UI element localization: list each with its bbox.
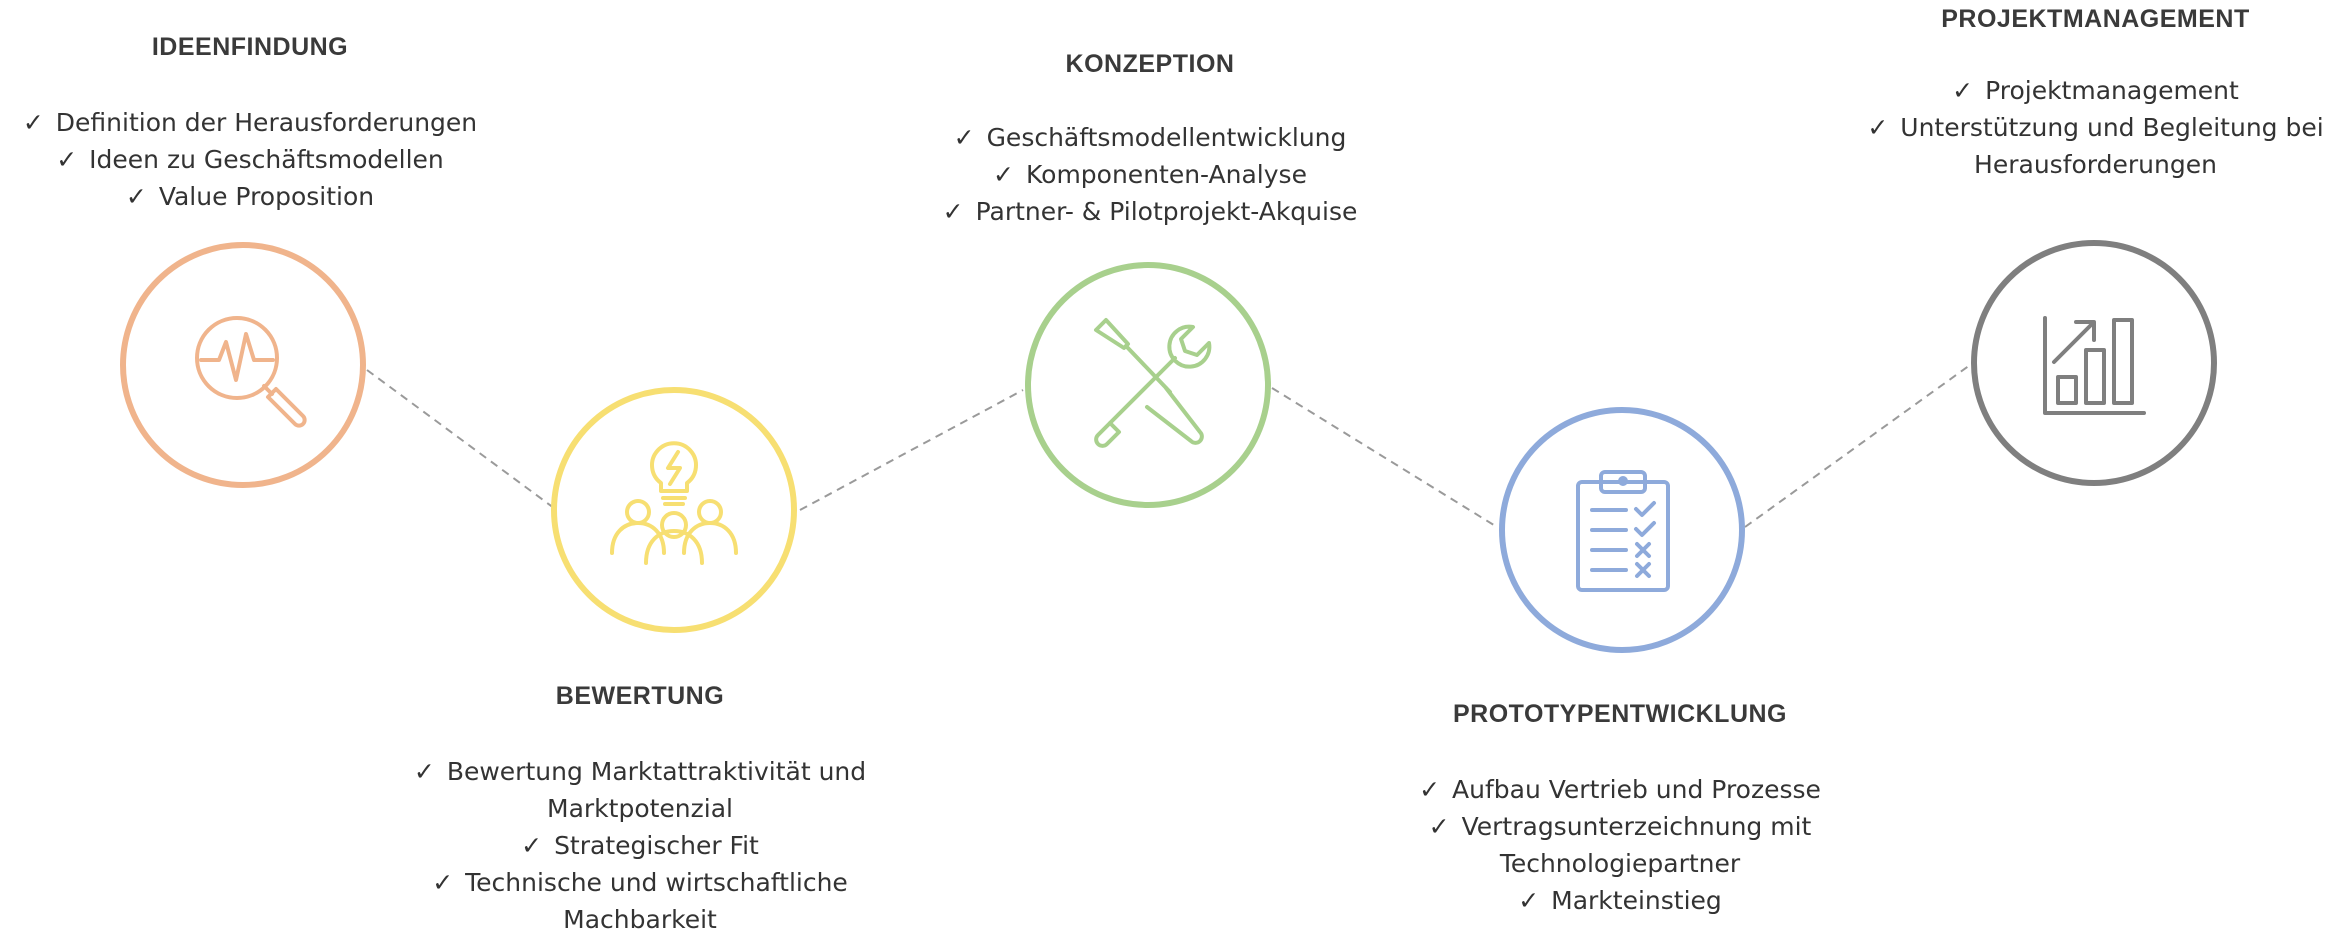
checklist-item: ✓ Strategischer Fit [390,827,890,864]
checkmark-icon: ✓ [125,182,147,211]
checklist-item-label: Bewertung Marktattraktivität und Marktpo… [446,757,867,823]
checkmark-icon: ✓ [1428,812,1450,841]
checklist-item-label: Technische und wirtschaftliche Machbarke… [465,868,848,934]
checkmark-icon: ✓ [1867,113,1889,142]
checklist-item: ✓ Geschäftsmodellentwicklung [900,119,1400,156]
checklist-item-label: Strategischer Fit [554,831,759,860]
connector-2-3 [799,389,1024,511]
stage-items: ✓ Geschäftsmodellentwicklung ✓ Komponenten-… [900,119,1400,230]
stage-title: KONZEPTION [1065,50,1235,78]
stage-prototypentwicklung [1499,407,1745,653]
checklist-item-label: Aufbau Vertrieb und Prozesse [1452,775,1821,804]
checklist-item-label: Projektmanagement [1985,76,2239,105]
stage-items: ✓ Bewertung Marktattraktivität und Marktp… [390,753,890,938]
checkmark-icon: ✓ [22,108,44,137]
checklist-item: ✓ Definition der Herausforderungen [0,104,500,141]
stage-items: ✓ Projektmanagement ✓ Unterstützung und Beg… [1840,72,2351,183]
checkmark-icon: ✓ [1518,886,1540,915]
checkmark-icon: ✓ [521,831,543,860]
stage-ideenfindung-text: IDEENFINDUNG ✓ Definition der Herausforde… [0,33,500,215]
checklist-item-label: Komponenten-Analyse [1026,160,1307,189]
checkmark-icon: ✓ [993,160,1014,189]
team-idea-bulb-icon [610,441,738,565]
stage-title: PROTOTYPENTWICKLUNG [1452,700,1788,728]
checklist-item: ✓ Unterstützung und Begleitung bei Heraus… [1840,109,2351,183]
tools-icon [1094,318,1212,448]
checklist-item-label: Definition der Herausforderungen [55,108,478,137]
magnifier-pulse-icon [195,316,307,428]
connector-4-5 [1744,364,1971,528]
connectors [366,364,1971,528]
checkmark-icon: ✓ [953,123,975,152]
checklist-item-label: Unterstützung und Begleitung bei Herausf… [1900,113,2324,179]
stage-bewertung [551,387,797,633]
checklist-item: ✓ Aufbau Vertrieb und Prozesse [1370,771,1870,808]
stage-projektmanagement [1971,240,2217,486]
checklist-item: ✓ Partner- & Pilotprojekt-Akquise [900,193,1400,230]
checklist-item: ✓ Vertragsunterzeichnung mit Technologiep… [1370,808,1870,882]
checklist-item: ✓ Markteinstieg [1370,882,1870,919]
checklist-item: ✓ Komponenten-Analyse [900,156,1400,193]
checklist-item: ✓ Ideen zu Geschäftsmodellen [0,141,500,178]
stage-projektmanagement-circle [1971,240,2217,486]
stage-ideenfindung [120,242,366,488]
connector-3-4 [1271,387,1498,528]
stage-konzeption [1025,262,1271,508]
stage-title: BEWERTUNG [555,682,725,710]
stage-bewertung-text: BEWERTUNG ✓ Bewertung Marktattraktivität … [390,682,890,938]
stage-title: IDEENFINDUNG [151,33,349,61]
stage-items: ✓ Definition der Herausforderungen ✓ Ideen … [0,104,500,215]
connector-1-2 [366,369,555,509]
stage-projektmanagement-text: PROJEKTMANAGEMENT ✓ Projektmanagement ✓ Unt… [1840,5,2351,183]
checklist-item-label: Markteinstieg [1551,886,1722,915]
checklist-item: ✓ Bewertung Marktattraktivität und Marktp… [390,753,890,827]
clipboard-checklist-icon [1576,470,1670,592]
checklist-item-label: Geschäftsmodellentwicklung [986,123,1347,152]
checkmark-icon: ✓ [942,197,964,226]
checklist-item-label: Value Proposition [158,182,375,211]
checklist-item-label: Vertragsunterzeichnung mit Technologiepa… [1461,812,1812,878]
stage-konzeption-text: KONZEPTION ✓ Geschäftsmodellentwicklung ✓ K… [900,50,1400,230]
checklist-item: ✓ Value Proposition [0,178,500,215]
checklist-item: ✓ Projektmanagement [1840,72,2351,109]
stage-items: ✓Aufbau Vertrieb und Prozesse✓Vertragsun… [1370,771,1870,919]
stage-prototypentwicklung-text: PROTOTYPENTWICKLUNG ✓Aufbau Vertrieb und… [1370,700,1870,919]
checkmark-icon: ✓ [56,145,78,174]
checklist-item-label: Partner- & Pilotprojekt-Akquise [975,197,1358,226]
stage-bewertung-circle [551,387,797,633]
checkmark-icon: ✓ [1952,76,1974,105]
checklist-item-label: Ideen zu Geschäftsmodellen [89,145,444,174]
growth-chart-icon [2043,316,2146,415]
stage-ideenfindung-circle [120,242,366,488]
checkmark-icon: ✓ [432,868,454,897]
checkmark-icon: ✓ [413,757,435,786]
stage-title: PROJEKTMANAGEMENT [1941,5,2250,33]
checkmark-icon: ✓ [1419,775,1441,804]
